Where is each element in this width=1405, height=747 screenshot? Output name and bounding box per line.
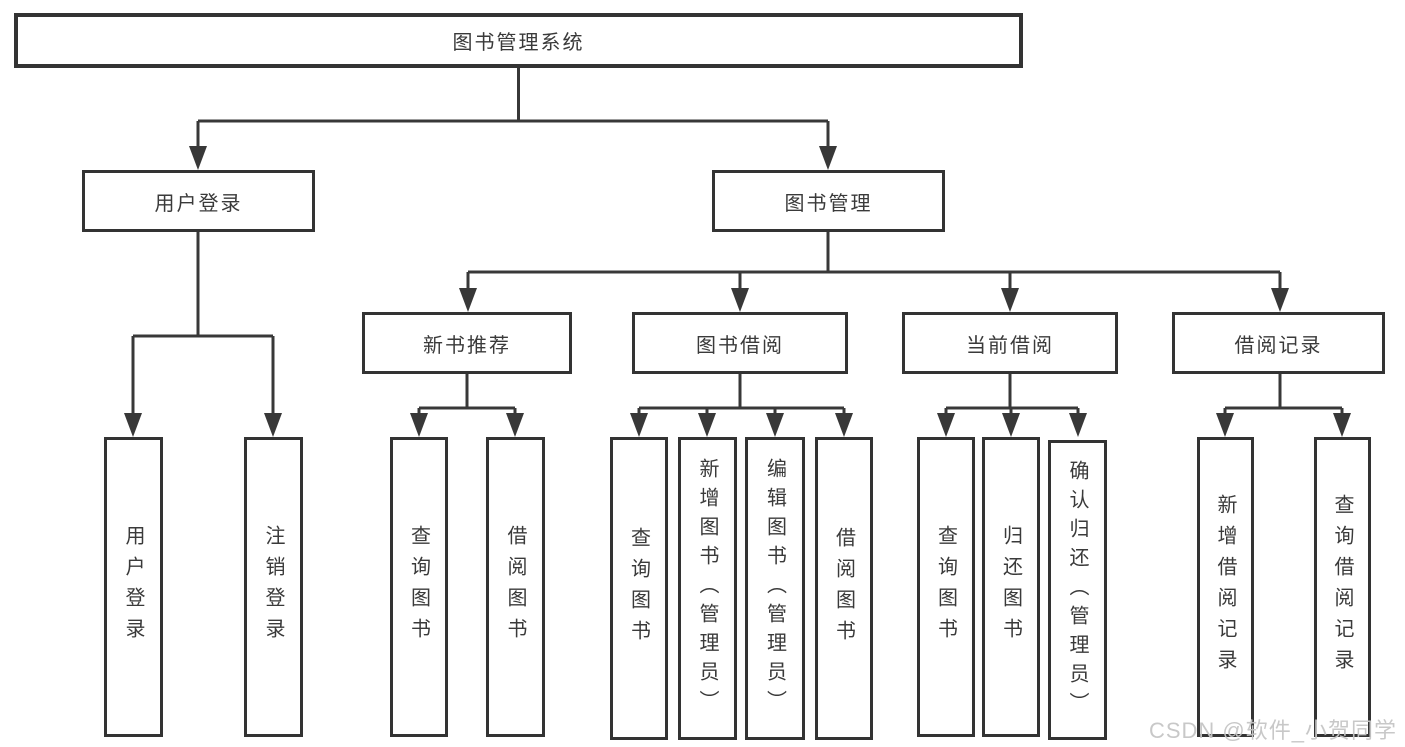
leaf-borrow-books-recommendation: 借阅图书 — [486, 437, 545, 737]
leaf-query-borrow-record: 查询借阅记录 — [1314, 437, 1371, 737]
leaf-logout: 注销登录 — [244, 437, 303, 737]
node-library-management-system: 图书管理系统 — [14, 13, 1023, 68]
arrowhead-icons — [124, 146, 1351, 437]
leaf-edit-books-admin: 编辑图书（管理员） — [745, 437, 805, 740]
node-user-login: 用户登录 — [82, 170, 315, 232]
leaf-query-books-recommendation: 查询图书 — [390, 437, 448, 737]
leaf-query-books-current: 查询图书 — [917, 437, 975, 737]
leaf-query-books-borrowing: 查询图书 — [610, 437, 668, 740]
node-book-borrowing: 图书借阅 — [632, 312, 848, 374]
leaf-add-books-admin: 新增图书（管理员） — [678, 437, 737, 740]
leaf-user-login: 用户登录 — [104, 437, 163, 737]
node-book-management: 图书管理 — [712, 170, 945, 232]
leaf-return-books: 归还图书 — [982, 437, 1040, 737]
leaf-confirm-return-admin: 确认归还（管理员） — [1048, 440, 1107, 740]
node-borrowing-records: 借阅记录 — [1172, 312, 1385, 374]
node-new-book-recommendation: 新书推荐 — [362, 312, 572, 374]
leaf-add-borrow-record: 新增借阅记录 — [1197, 437, 1254, 737]
node-current-borrowing: 当前借阅 — [902, 312, 1118, 374]
leaf-borrow-books: 借阅图书 — [815, 437, 873, 740]
